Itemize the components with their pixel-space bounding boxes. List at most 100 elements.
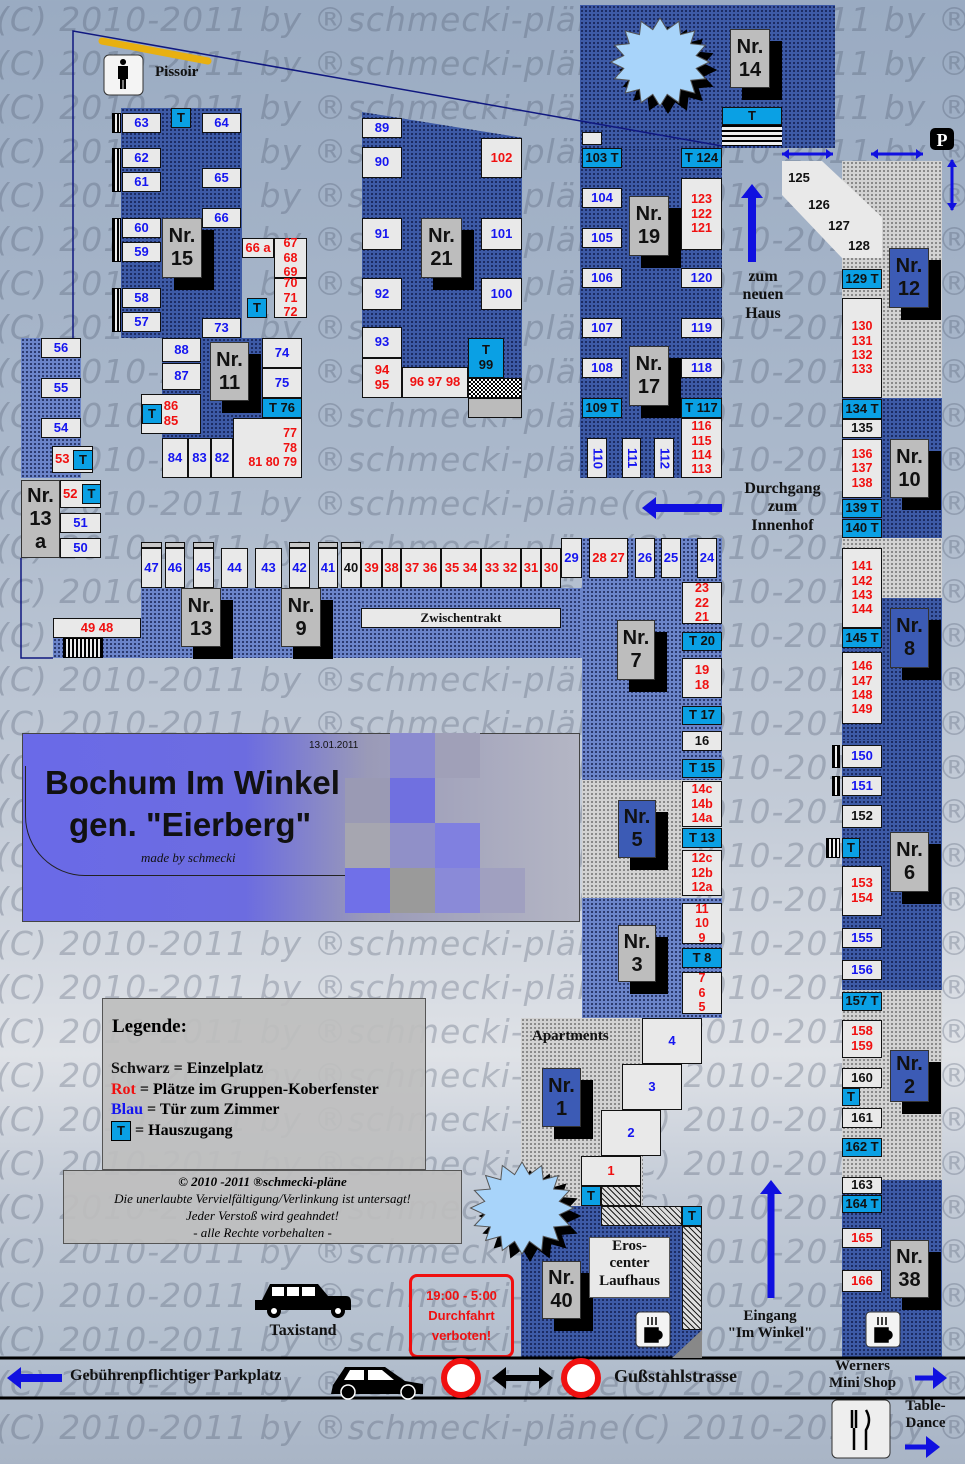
hauszugang-t8: T 8 <box>682 948 722 968</box>
window-cap <box>193 542 214 548</box>
room-r119: 119 <box>681 318 722 338</box>
arrow-right-icon-head <box>933 1367 947 1389</box>
hauszugang-r139: 139 T <box>842 499 882 518</box>
room-a3: 3 <box>622 1064 682 1110</box>
room-128: 128 <box>848 237 870 253</box>
room-r61: 61 <box>122 172 161 192</box>
room-r163: 163 <box>842 1177 882 1194</box>
room-r49: 49 48 <box>53 618 141 638</box>
copyright-line: - alle Rechte vorbehalten - <box>193 1225 332 1240</box>
room-r12: 12c 12b 12a <box>682 850 722 896</box>
room-r120: 120 <box>681 268 722 288</box>
hauszugang-t76: T 76 <box>262 398 302 418</box>
legend-key: Rot <box>111 1080 136 1098</box>
room-r43: 43 <box>255 548 282 588</box>
hauszugang-tg: T <box>82 484 101 504</box>
hauszugang-t14: T <box>722 107 782 125</box>
label-eroscenter: Eros- center Laufhaus <box>589 1237 670 1298</box>
room-r63: 63 <box>122 113 161 133</box>
window-cap <box>318 542 338 548</box>
hauszugang-t17: T 17 <box>682 706 722 725</box>
hatched-marker <box>826 838 840 858</box>
label-siehe1: Siehe eigener Plan <box>637 31 687 85</box>
title-grid-cell <box>480 868 525 913</box>
room-r90: 90 <box>362 147 402 178</box>
label-strasse: Gußstahlstrasse <box>614 1366 738 1386</box>
building-n12: Nr. 12 <box>889 248 929 308</box>
watermark-text: (C) 2010-2011 by ®schmecki-pläne(C) 2010… <box>0 440 965 479</box>
building-n14: Nr. 14 <box>730 29 770 88</box>
room-a4: 4 <box>642 1018 702 1064</box>
legend-title: Legende: <box>112 1016 187 1037</box>
room-r87: 87 <box>162 363 201 390</box>
arrow-head <box>826 149 833 159</box>
small-box <box>582 132 602 145</box>
room-r130: 130 131 132 133 <box>842 298 882 398</box>
wheel <box>400 1384 416 1400</box>
building-n13: Nr. 13 <box>181 588 221 647</box>
crosshatch-area <box>601 1186 641 1206</box>
room-r108: 108 <box>582 358 622 378</box>
building-block <box>580 5 835 148</box>
room-r42: 42 <box>289 548 310 588</box>
arrow-head <box>782 149 789 159</box>
room-126: 126 <box>808 196 830 212</box>
room-r112: 112 <box>654 438 674 478</box>
label-tabledance: Table- Dance <box>905 1398 946 1432</box>
pissoir-icon <box>103 54 144 96</box>
room-r106: 106 <box>582 268 622 288</box>
hauszugang-td: T <box>142 404 162 424</box>
label-parkplatz: Gebührenpflichtiger Parkplatz <box>70 1367 282 1384</box>
room-r83: 83 <box>188 438 211 478</box>
room-r66: 66 <box>202 208 241 228</box>
legend-text: = Hauszugang <box>131 1121 233 1139</box>
hauszugang-r140: 140 T <box>842 519 882 538</box>
car-window <box>344 1370 394 1380</box>
room-r153: 153 154 <box>842 866 882 916</box>
room-r47: 47 <box>141 548 162 588</box>
room-r50: 50 <box>60 538 101 558</box>
building-n5: Nr. 5 <box>618 800 656 858</box>
plan-date: 13.01.2011 <box>309 740 359 751</box>
building-n38: Nr. 38 <box>890 1240 929 1298</box>
watermark-text: (C) 2010-2011 by ®schmecki-pläne(C) 2010… <box>0 1408 965 1447</box>
made-by: made by schmecki <box>141 850 236 865</box>
hauszugang-r103: 103 T <box>582 148 622 168</box>
title-grid-cell <box>345 778 390 823</box>
room-r118: 118 <box>681 358 722 378</box>
label-taxistand: Taxistand <box>269 1322 337 1339</box>
hauszugang-ti: T <box>682 1206 702 1226</box>
crosshatch-area <box>682 1226 702 1330</box>
hauszugang-t117: T 117 <box>681 398 722 418</box>
room-r110: 110 <box>587 438 607 478</box>
building-n9: Nr. 9 <box>281 588 321 647</box>
hauszugang-r145: 145 T <box>842 628 882 648</box>
window-cap <box>165 542 185 548</box>
building-n8: Nr. 8 <box>890 608 929 668</box>
building-n1: Nr. 1 <box>542 1068 581 1127</box>
room-a1: 1 <box>581 1156 641 1186</box>
hauszugang-r164: 164 T <box>842 1195 882 1213</box>
room-r67: 67 68 69 <box>274 236 307 279</box>
hatched-marker <box>112 148 121 192</box>
room-r59: 59 <box>122 242 161 262</box>
room-r74: 74 <box>262 338 302 368</box>
room-r91: 91 <box>362 218 402 250</box>
room-r101: 101 <box>481 218 522 250</box>
room-r111: 111 <box>622 438 641 478</box>
room-r123: 123 122 121 <box>681 178 722 250</box>
cutlery-icon <box>850 1409 871 1450</box>
gray-area <box>468 398 522 418</box>
room-r7: 7 6 5 <box>682 971 722 1014</box>
room-r11: 11 10 9 <box>682 902 722 945</box>
arrow-up-icon-head <box>741 184 763 198</box>
legend-item: T = Hauszugang <box>111 1120 379 1142</box>
room-r160: 160 <box>842 1068 882 1088</box>
label-eingang: Eingang "Im Winkel" <box>727 1308 813 1342</box>
building-n13a: Nr. 13 a <box>21 480 60 558</box>
room-r51: 51 <box>60 513 101 533</box>
hatched-marker <box>112 218 121 262</box>
room-r45: 45 <box>193 548 214 588</box>
room-r146: 146 147 148 149 <box>842 652 882 724</box>
room-r65: 65 <box>202 168 241 188</box>
